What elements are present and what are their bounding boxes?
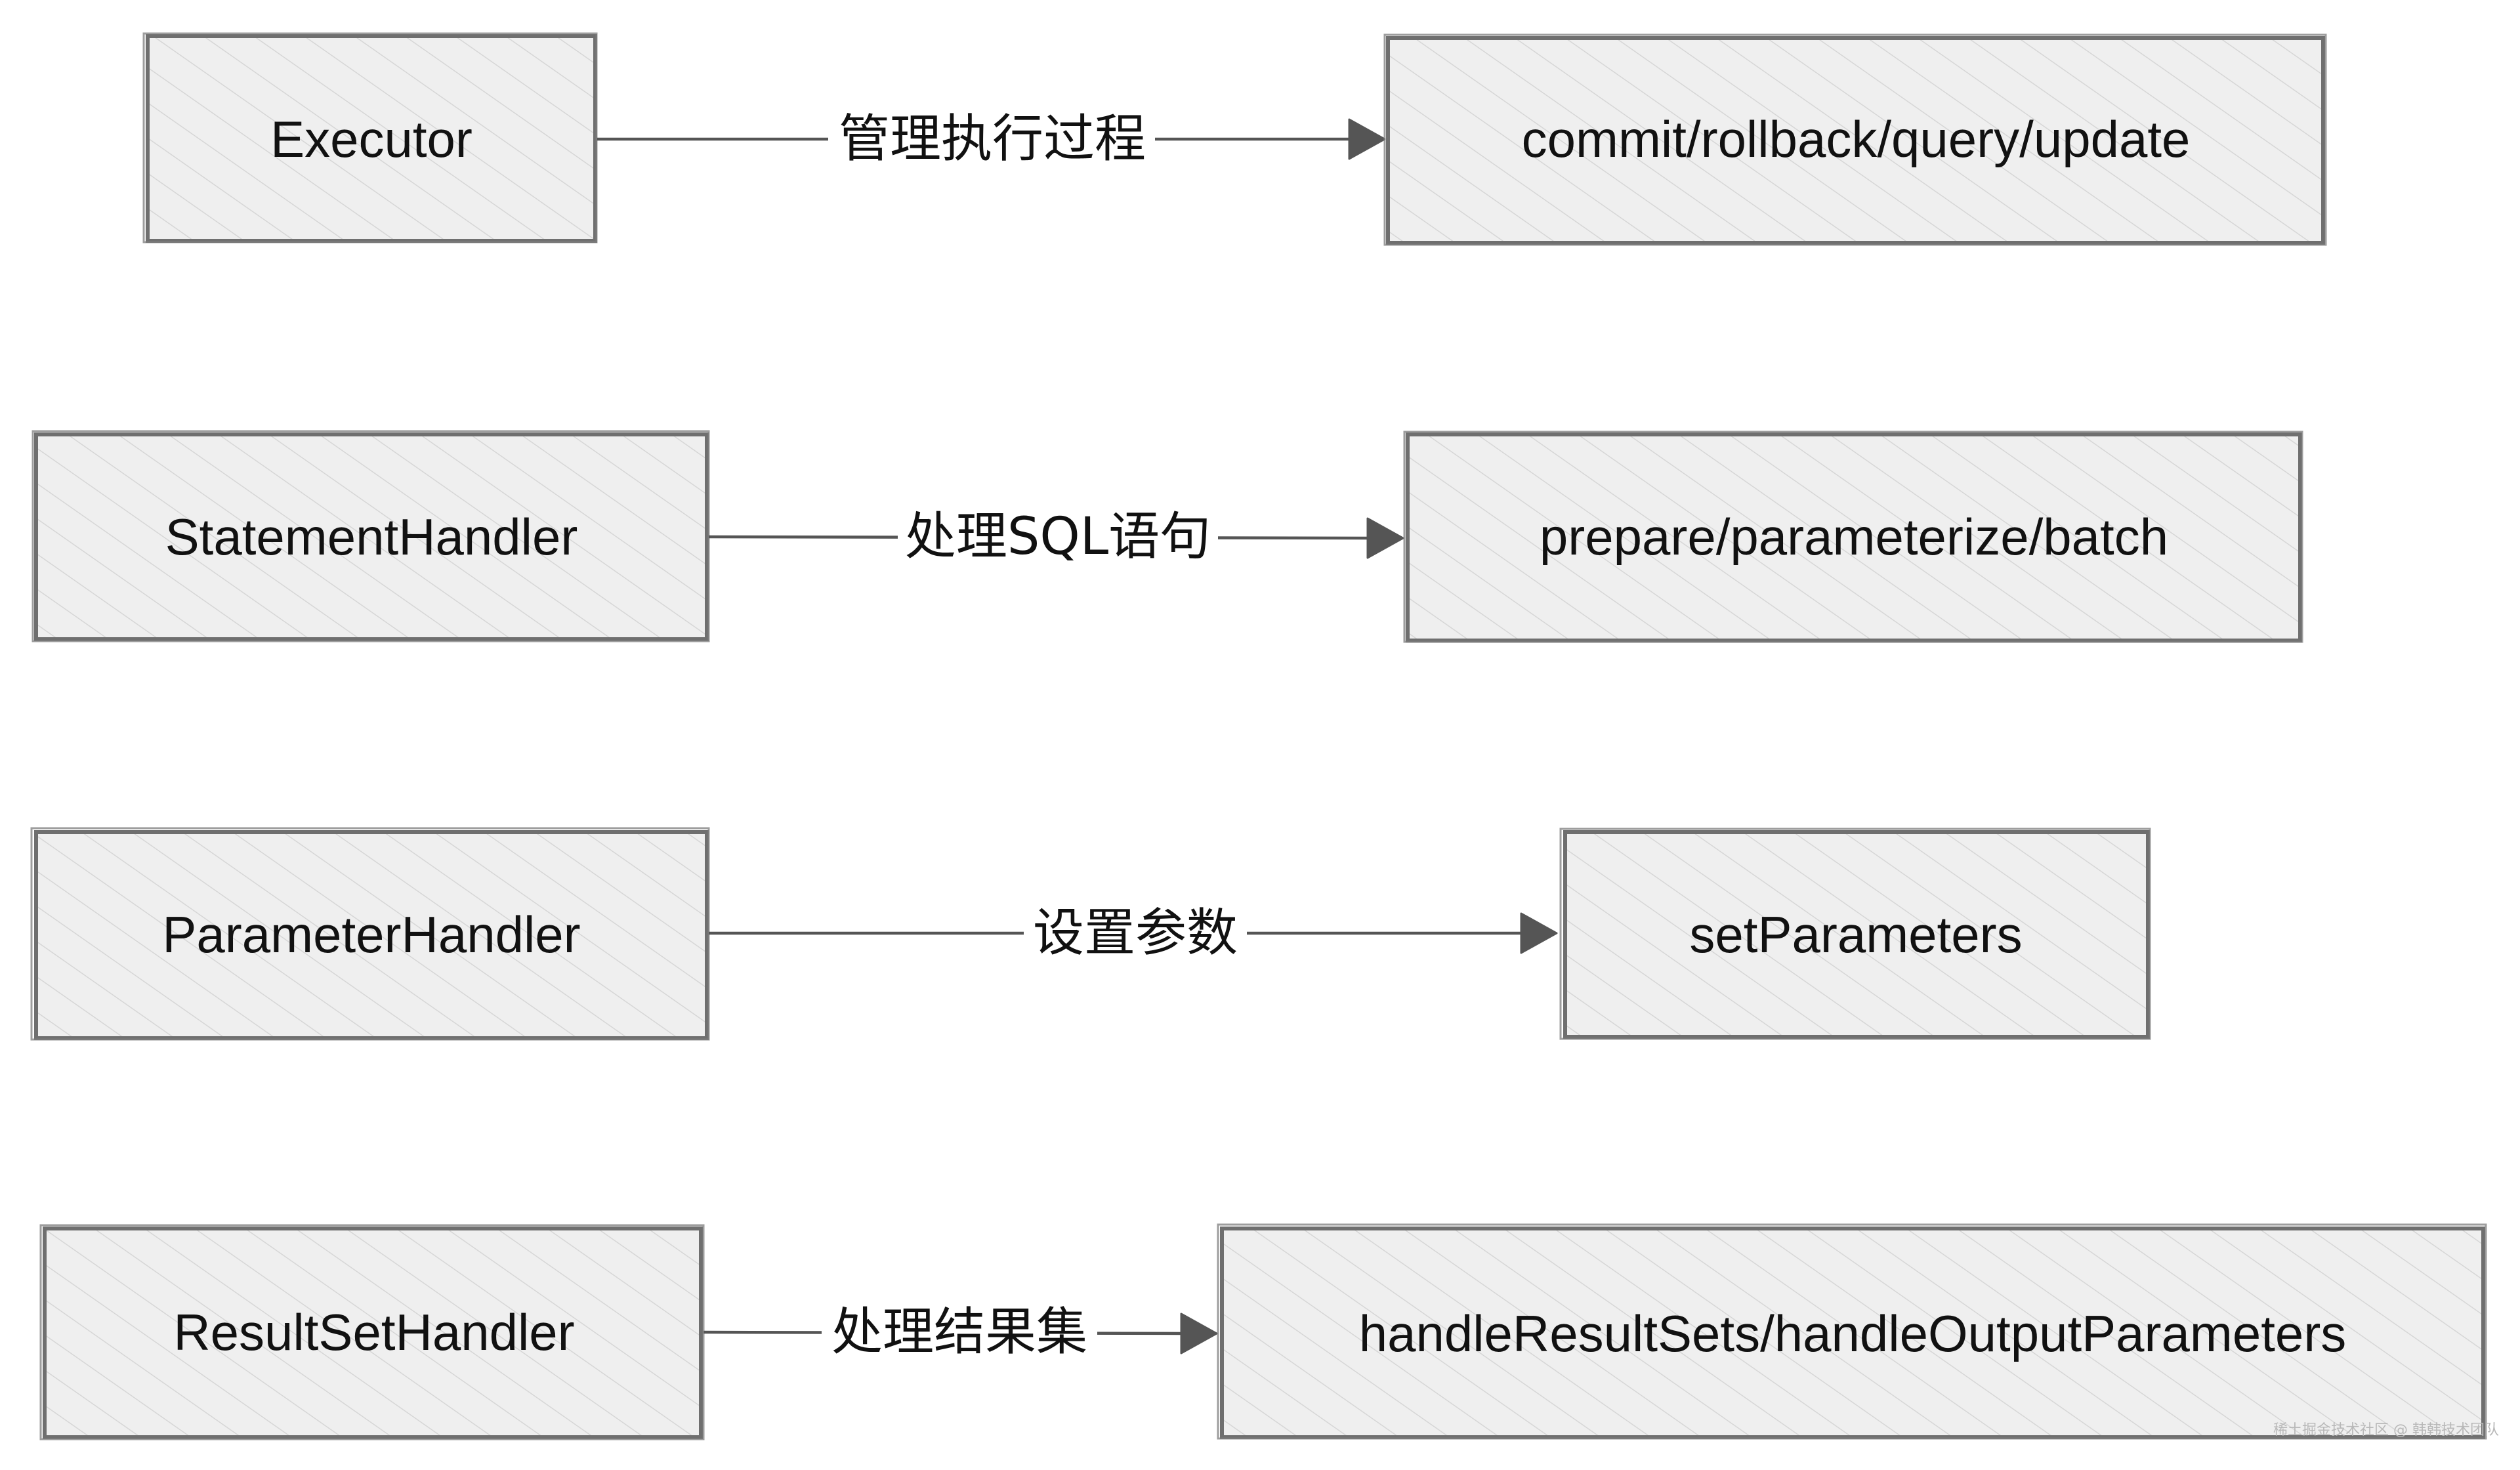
row-executor: Executor 管理执行过程 commit/rollback/query/up… bbox=[142, 32, 2327, 246]
target-label-statement-handler: prepare/parameterize/batch bbox=[1540, 508, 2168, 566]
target-box-statement-handler: prepare/parameterize/batch bbox=[1403, 430, 2303, 643]
edge-label-parameter-handler: 设置参数 bbox=[1033, 904, 1238, 963]
source-box-executor: Executor bbox=[142, 32, 598, 243]
edge-label-executor: 管理执行过程 bbox=[839, 110, 1146, 169]
target-label-parameter-handler: setParameters bbox=[1689, 906, 2022, 963]
target-label-resultset-handler: handleResultSets/handleOutputParameters bbox=[1359, 1305, 2347, 1362]
arrowhead-icon bbox=[1520, 912, 1558, 954]
edge-parameter-handler: 设置参数 bbox=[709, 899, 1558, 967]
edge-label-resultset-handler: 处理结果集 bbox=[831, 1303, 1087, 1362]
edge-label-statement-handler: 处理SQL语句 bbox=[905, 507, 1211, 566]
edge-executor: 管理执行过程 bbox=[597, 105, 1386, 173]
arrowhead-icon bbox=[1348, 118, 1386, 160]
target-box-executor: commit/rollback/query/update bbox=[1383, 33, 2327, 246]
target-label-executor: commit/rollback/query/update bbox=[1522, 110, 2191, 168]
edge-statement-handler: 处理SQL语句 bbox=[708, 503, 1404, 571]
source-box-parameter-handler: ParameterHandler bbox=[30, 827, 710, 1041]
source-label-resultset-handler: ResultSetHandler bbox=[173, 1303, 574, 1361]
row-statement-handler: StatementHandler 处理SQL语句 prepare/paramet… bbox=[32, 430, 2303, 643]
source-label-executor: Executor bbox=[270, 110, 472, 168]
watermark: 稀土掘金技术社区 @ 韩韩技术团队 bbox=[2273, 1422, 2499, 1438]
row-parameter-handler: ParameterHandler 设置参数 setParameters bbox=[30, 827, 2151, 1041]
source-label-parameter-handler: ParameterHandler bbox=[162, 906, 580, 963]
target-box-parameter-handler: setParameters bbox=[1559, 828, 2151, 1040]
arrowhead-icon bbox=[1180, 1312, 1218, 1354]
source-box-statement-handler: StatementHandler bbox=[32, 430, 710, 642]
target-box-resultset-handler: handleResultSets/handleOutputParameters bbox=[1217, 1223, 2487, 1440]
edge-resultset-handler: 处理结果集 bbox=[703, 1298, 1218, 1366]
source-box-resultset-handler: ResultSetHandler bbox=[39, 1224, 705, 1440]
arrowhead-icon bbox=[1366, 517, 1404, 559]
row-resultset-handler: ResultSetHandler 处理结果集 handleResultSets/… bbox=[39, 1223, 2487, 1440]
source-label-statement-handler: StatementHandler bbox=[165, 508, 578, 566]
